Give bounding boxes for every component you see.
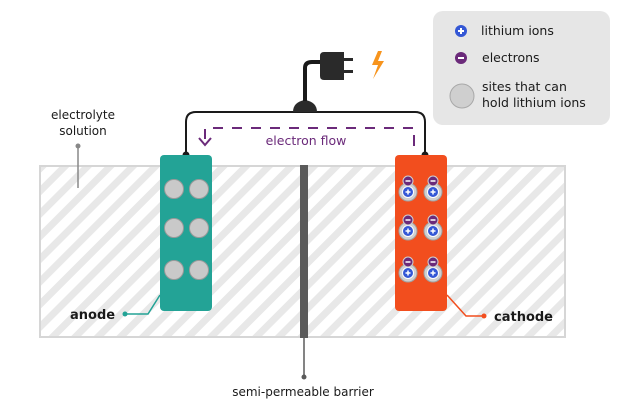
electron-icon (402, 175, 414, 187)
legend-box (433, 11, 610, 125)
legend-site-icon (449, 83, 475, 109)
lithium-ion-icon (427, 225, 439, 237)
legend-lithium-ion-icon (455, 25, 467, 37)
electron-icon (402, 256, 414, 268)
cathode-filled-site (423, 256, 443, 283)
anode-pointer-dot (122, 311, 128, 317)
anode-pointer-line (126, 294, 161, 315)
electrolyte-label-line1: electrolyte (51, 108, 115, 122)
lithium-ion-icon (402, 267, 414, 279)
cathode-pointer-line (446, 294, 484, 317)
anode-empty-site (189, 218, 209, 238)
electrolyte-label-line2: solution (59, 124, 107, 138)
lithium-ion-icon (427, 186, 439, 198)
cathode-filled-site (423, 175, 443, 202)
cathode-filled-site (398, 256, 418, 283)
electron-flow-arrowhead (198, 137, 212, 147)
legend-lithium-ions-label: lithium ions (481, 23, 554, 38)
electron-flow-arrow (204, 127, 414, 139)
anode-empty-site (189, 260, 209, 280)
legend-sites-label-line2: hold lithium ions (482, 95, 586, 110)
electron-icon (402, 214, 414, 226)
anode-label: anode (70, 308, 115, 323)
lithium-ion-icon (427, 267, 439, 279)
cathode-filled-site (398, 175, 418, 202)
anode-empty-site (189, 179, 209, 199)
anode-empty-site (164, 218, 184, 238)
barrier-label: semi-permeable barrier (232, 385, 374, 399)
anode-empty-site (164, 179, 184, 199)
legend: lithium ions electrons sites that can ho… (433, 11, 610, 125)
cathode-filled-site (398, 214, 418, 241)
electron-flow-label: electron flow (266, 133, 347, 148)
electron-icon (427, 214, 439, 226)
power-plug-icon (293, 52, 353, 112)
barrier-pointer-dot (301, 374, 307, 380)
lithium-ion-icon (402, 186, 414, 198)
cathode-pointer-dot (481, 313, 487, 319)
cathode-label: cathode (494, 310, 553, 325)
legend-electrons-label: electrons (482, 50, 540, 65)
semi-permeable-barrier (300, 165, 308, 338)
lightning-bolt-icon (372, 51, 384, 79)
anode-sites (164, 179, 209, 280)
electron-icon (427, 175, 439, 187)
cathode-sites (398, 175, 443, 283)
anode-empty-site (164, 260, 184, 280)
cathode-filled-site (423, 214, 443, 241)
legend-sites-label-line1: sites that can (482, 79, 567, 94)
legend-electron-icon (455, 52, 467, 64)
electron-icon (427, 256, 439, 268)
lithium-ion-icon (402, 225, 414, 237)
